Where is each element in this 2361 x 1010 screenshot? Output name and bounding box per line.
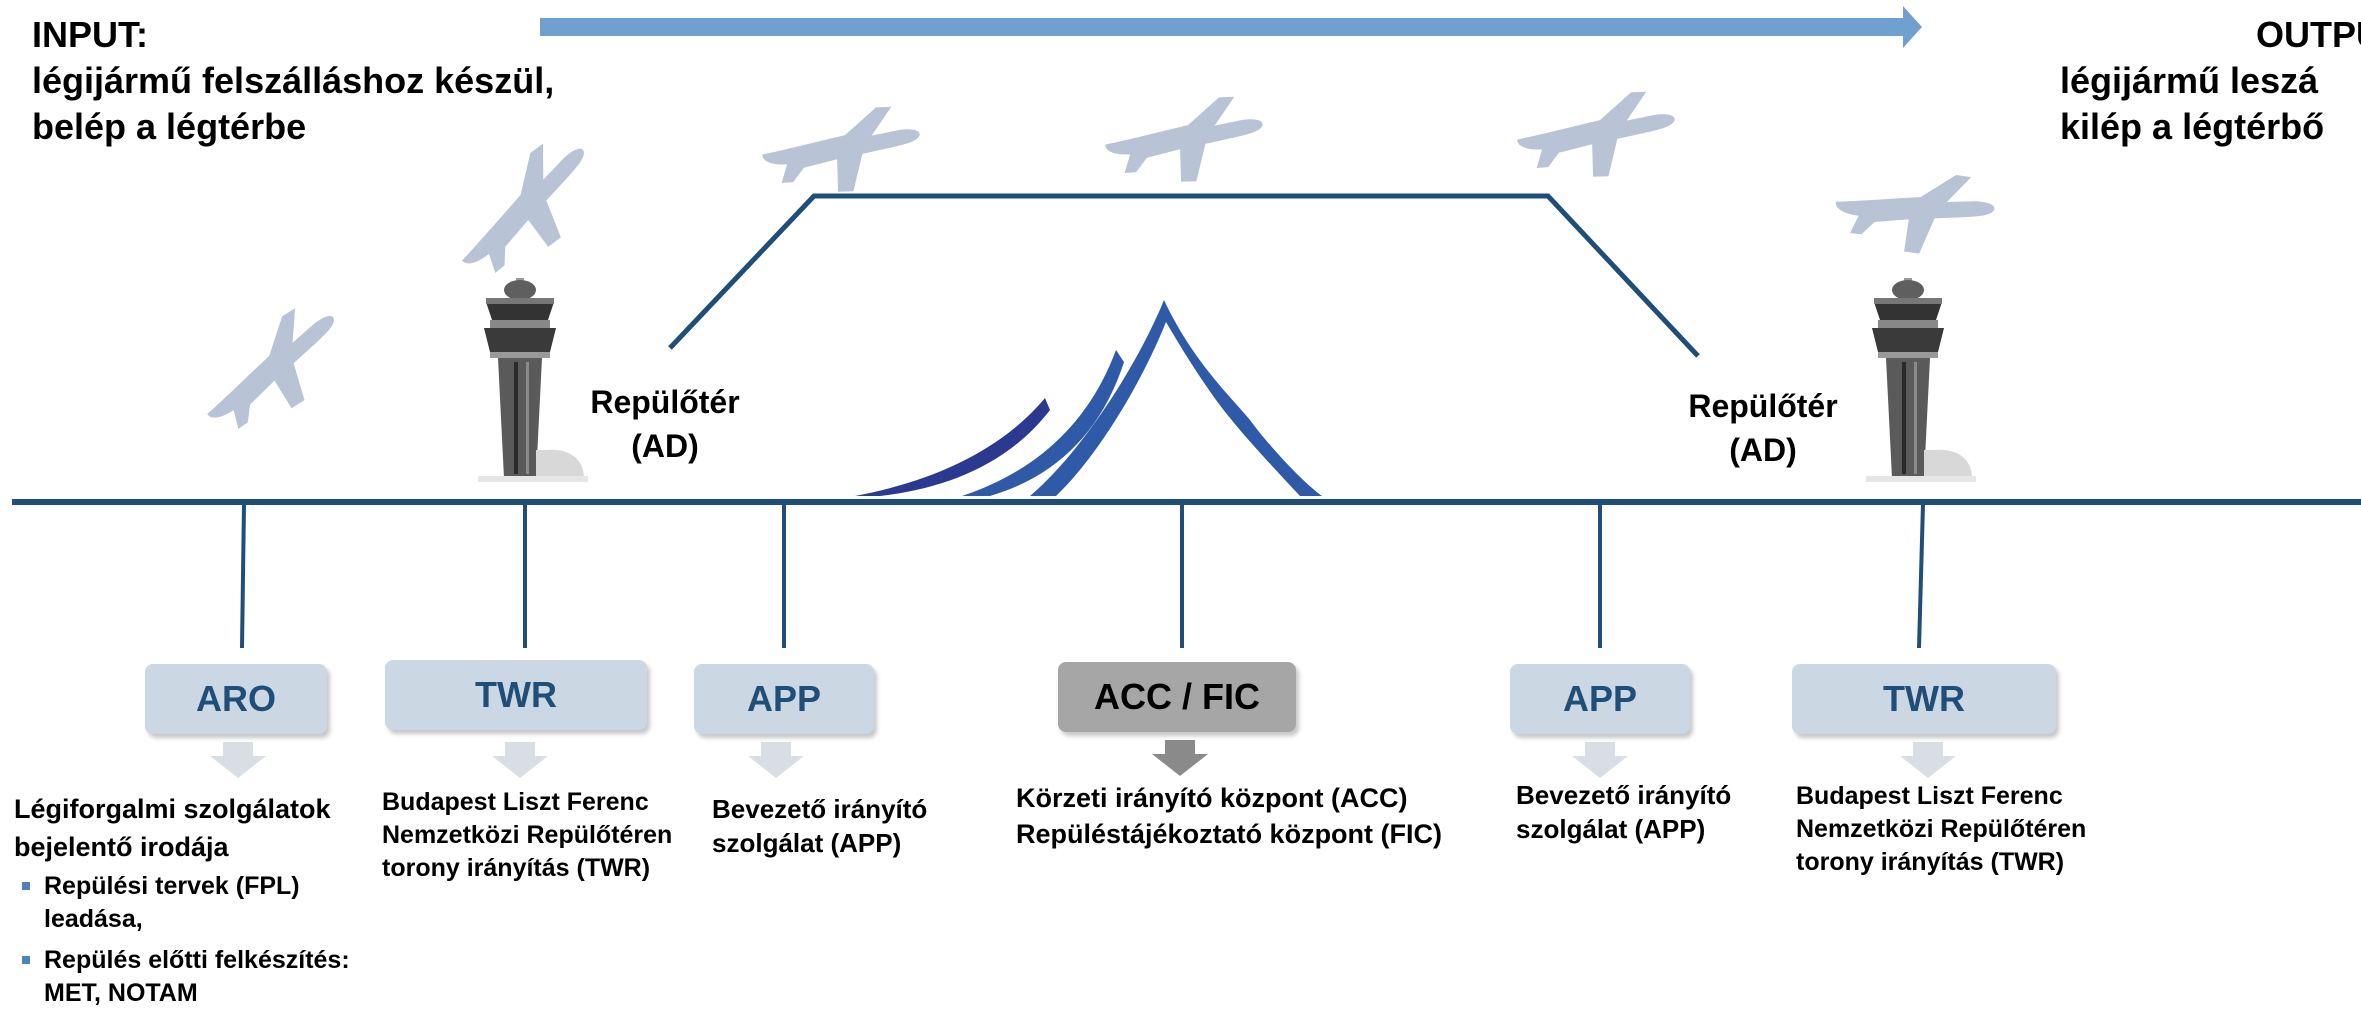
control-tower-icon	[1866, 278, 1976, 482]
mountain-icon	[855, 300, 1322, 496]
twr-right-desc-line: torony irányítás (TWR)	[1796, 848, 2065, 876]
output-block: OUTPU légijármű leszá kilép a légtérbő	[2060, 12, 2361, 150]
airplane-icon	[1102, 85, 1265, 189]
aro-bullet-list: Repülési tervek (FPL) leadása, Repülés e…	[14, 870, 350, 1010]
flow-arrow	[540, 6, 1922, 48]
unit-box-acc-fic: ACC / FIC	[1058, 662, 1296, 732]
acc-fic-desc-line: Repüléstájékoztató központ (FIC)	[1016, 819, 1443, 849]
input-line-1: légijármű felszálláshoz készül,	[32, 60, 555, 101]
output-title: OUTPU	[2256, 14, 2361, 55]
airplane-icon	[1827, 144, 2001, 272]
unit-box-aro: ARO	[145, 664, 327, 734]
app-right-desc-line: szolgálat (APP)	[1516, 814, 1706, 844]
input-line-2: belép a légtérbe	[32, 106, 307, 147]
unit-box-twr-right: TWR	[1792, 664, 2056, 734]
airplane-icon	[759, 95, 922, 199]
aro-bullet-item: Repülés előtti felkészítés: MET, NOTAM	[22, 944, 350, 1010]
airport-label-left: Repülőtér (AD)	[565, 380, 765, 468]
airport-label-left-line1: Repülőtér	[590, 384, 740, 420]
unit-box-app-right: APP	[1510, 664, 1690, 734]
aro-bullet-2-line1: Repülés előtti felkészítés:	[44, 946, 350, 974]
aro-description: Légiforgalmi szolgálatok bejelentő irodá…	[14, 790, 350, 1010]
aro-desc-title-1: Légiforgalmi szolgálatok	[14, 794, 331, 824]
unit-box-twr-left: TWR	[385, 660, 647, 730]
airplane-icon	[431, 127, 617, 288]
app-right-desc-line: Bevezető irányító	[1516, 780, 1732, 810]
app-left-desc-line: Bevezető irányító	[712, 794, 928, 824]
acc-fic-desc-line: Körzeti irányító központ (ACC)	[1016, 783, 1408, 813]
aro-bullet-2-line2: MET, NOTAM	[44, 979, 198, 1007]
flight-profile-line	[668, 193, 1700, 358]
aro-bullet-1-line2: leadása,	[44, 905, 143, 933]
input-block: INPUT: légijármű felszálláshoz készül, b…	[32, 12, 554, 150]
down-arrow-icon	[748, 742, 804, 778]
airport-label-right-line2: (AD)	[1729, 432, 1797, 468]
app-left-desc-line: szolgálat (APP)	[712, 828, 902, 858]
unit-box-app-left: APP	[694, 664, 874, 734]
aro-desc-title-2: bejelentő irodája	[14, 832, 229, 862]
down-arrow-icon	[1900, 742, 1956, 778]
output-line-2: kilép a légtérbő	[2060, 106, 2325, 147]
connector-lines	[240, 503, 1925, 649]
airport-label-left-line2: (AD)	[631, 428, 699, 464]
output-line-1: légijármű leszá	[2060, 60, 2319, 101]
twr-left-desc-line: Budapest Liszt Ferenc	[382, 788, 649, 816]
twr-right-desc-line: Budapest Liszt Ferenc	[1796, 782, 2063, 810]
input-title: INPUT:	[32, 14, 148, 55]
aro-bullet-1-line1: Repülési tervek (FPL)	[44, 872, 300, 900]
down-arrow-icon	[1152, 740, 1208, 776]
down-arrow-icon	[1572, 742, 1628, 778]
airplane-icon	[1514, 80, 1677, 184]
airport-label-right: Repülőtér (AD)	[1663, 384, 1863, 472]
app-left-description: Bevezető irányító szolgálat (APP)	[712, 792, 927, 860]
airplane-icon	[182, 295, 361, 442]
twr-left-description: Budapest Liszt Ferenc Nemzetközi Repülőt…	[382, 786, 672, 885]
aro-bullet-item: Repülési tervek (FPL) leadása,	[22, 870, 350, 936]
down-arrow-icon	[210, 742, 266, 778]
acc-fic-description: Körzeti irányító központ (ACC) Repüléstá…	[1016, 780, 1442, 852]
app-right-description: Bevezető irányító szolgálat (APP)	[1516, 778, 1731, 846]
twr-left-desc-line: Nemzetközi Repülőtéren	[382, 821, 673, 849]
twr-right-desc-line: Nemzetközi Repülőtéren	[1796, 815, 2087, 843]
down-arrow-icon	[492, 742, 548, 778]
twr-left-desc-line: torony irányítás (TWR)	[382, 854, 651, 882]
airport-label-right-line1: Repülőtér	[1688, 388, 1838, 424]
twr-right-description: Budapest Liszt Ferenc Nemzetközi Repülőt…	[1796, 780, 2086, 879]
